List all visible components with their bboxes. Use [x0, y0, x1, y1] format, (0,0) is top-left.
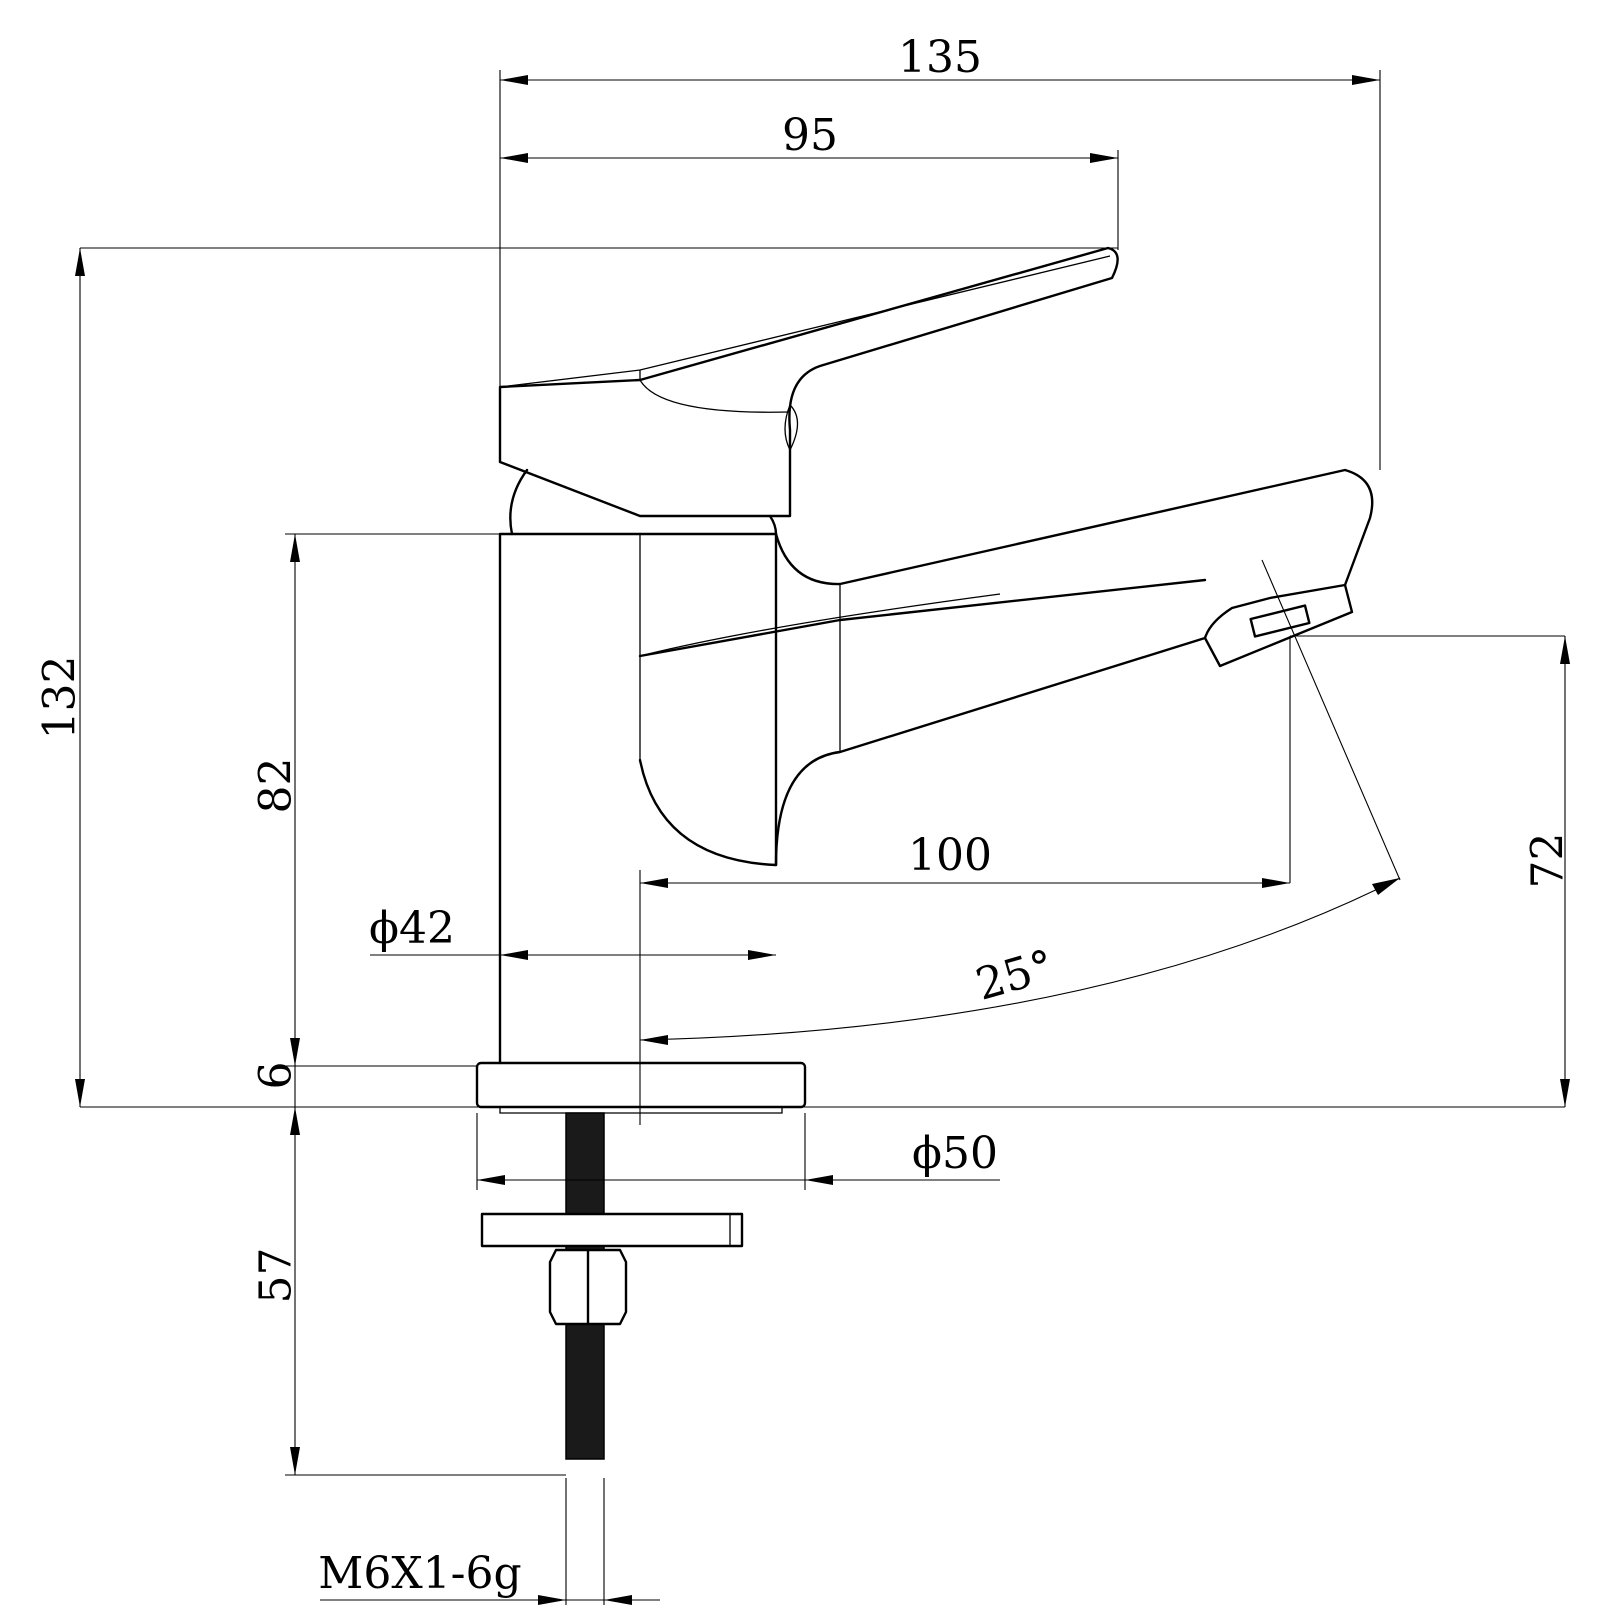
dim-thread-spec: M6X1-6g [318, 1548, 521, 1599]
lever-body-transition [774, 468, 1374, 587]
base-plate-chamfer [499, 1107, 783, 1114]
aerator-slot [1249, 604, 1311, 638]
washer [480, 1212, 744, 1248]
dim-spout-angle: 25° [970, 940, 1059, 1011]
dim-body-diameter: ϕ42 [369, 903, 455, 954]
faucet-outline [475, 246, 1374, 1460]
spout-joint-line [639, 584, 1001, 752]
dim-shank-length: 57 [251, 1248, 302, 1304]
dim-base-plate-height: 6 [251, 1062, 302, 1090]
base-plate [475, 1061, 807, 1109]
cartridge-cap [509, 468, 778, 536]
dimension-lines [75, 70, 1570, 1605]
dim-overall-height: 132 [35, 656, 86, 740]
dim-overall-width: 135 [898, 32, 982, 83]
dim-base-diameter: ϕ50 [912, 1128, 998, 1179]
dim-spout-reach: 100 [908, 830, 992, 881]
lever-upper-edge [499, 255, 1111, 413]
dim-spout-height: 72 [1523, 833, 1574, 889]
extension-lines [80, 70, 1565, 1605]
lever-pin [784, 404, 799, 452]
dimension-labels: 135 95 132 82 6 57 72 100 ϕ42 ϕ50 25° M6… [35, 32, 1574, 1599]
dim-handle-width: 95 [782, 110, 838, 161]
faucet-body [498, 532, 778, 1065]
aerator [1203, 583, 1354, 668]
dim-body-height: 82 [251, 758, 302, 814]
lever-handle [498, 246, 1119, 518]
hex-nut [548, 1248, 628, 1326]
spout [638, 578, 1207, 867]
